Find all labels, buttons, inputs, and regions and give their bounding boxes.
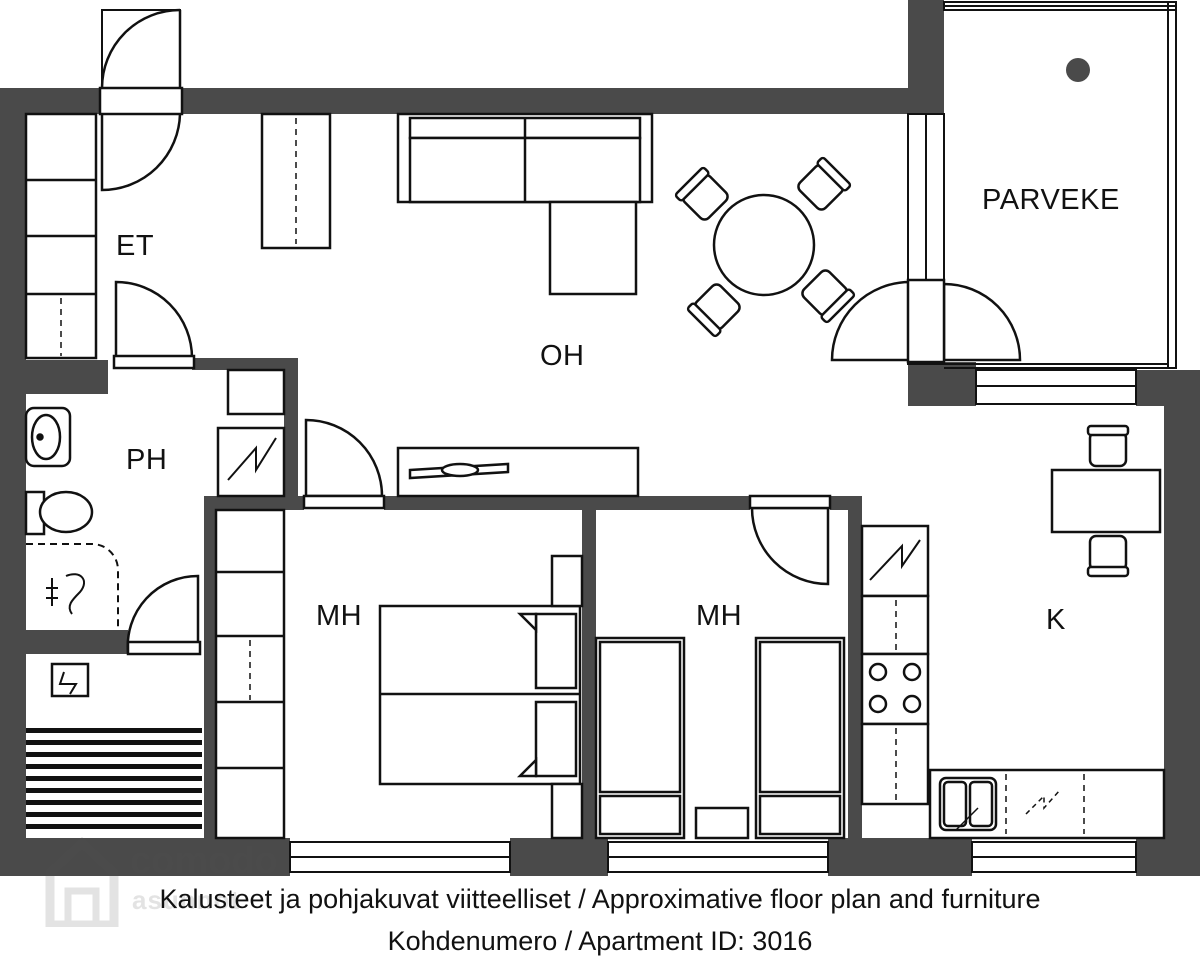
dining-table xyxy=(712,193,816,297)
mh1-door xyxy=(304,418,384,498)
house-icon xyxy=(45,836,119,930)
ph-cabinet xyxy=(216,426,286,498)
room-label-parveke: PARVEKE xyxy=(982,184,1120,216)
shower-area xyxy=(26,543,119,630)
kitchen-cabinet xyxy=(860,594,930,656)
room-label-k: K xyxy=(1046,604,1066,636)
wall-top-main xyxy=(182,88,922,114)
electrical-panel xyxy=(50,662,90,698)
caption-apartment-id: Kohdenumero / Apartment ID: 3016 xyxy=(387,926,813,956)
watermark-logo: comodo asunnot xyxy=(42,835,312,930)
tech-door xyxy=(126,574,200,654)
wall-balcony-corner xyxy=(908,362,976,406)
wall-mh-k xyxy=(848,496,862,846)
oh-cabinet xyxy=(260,112,332,250)
wall-et-ph-2 xyxy=(192,358,298,370)
mh1-nightstand-2 xyxy=(550,782,584,840)
wall-et-ph xyxy=(26,360,108,394)
ph-door xyxy=(114,280,194,360)
watermark-brand: comodo xyxy=(130,840,278,882)
furniture xyxy=(24,112,1166,840)
watermark-sub: asunnot xyxy=(132,885,241,915)
balcony-drain xyxy=(1066,58,1090,82)
balcony-glazing-right xyxy=(1167,1,1177,369)
chair-nw xyxy=(674,166,729,221)
wall-bottom-1 xyxy=(0,838,290,876)
wall-balcony-column xyxy=(908,0,944,114)
room-label-mh2: MH xyxy=(696,600,743,632)
radiator-rack xyxy=(26,728,202,829)
walls xyxy=(0,0,1200,876)
mh2-nightstand xyxy=(694,806,750,840)
wall-mh-left xyxy=(204,496,216,846)
balcony-door-left xyxy=(830,280,912,362)
chairs xyxy=(674,156,1130,578)
chair-k-bottom xyxy=(1086,534,1130,578)
wall-mh-top-1 xyxy=(204,496,304,510)
wall-right xyxy=(1164,370,1200,876)
stove xyxy=(860,652,930,726)
wall-ph-right xyxy=(284,358,298,504)
wall-mh-top-2 xyxy=(384,496,750,510)
wall-right-top xyxy=(1136,370,1200,406)
kitchen-fridge xyxy=(860,524,930,598)
chair-k-top xyxy=(1086,424,1130,468)
room-label-mh1: MH xyxy=(316,600,363,632)
wall-mh-divider xyxy=(582,496,596,846)
room-label-oh: OH xyxy=(540,340,585,372)
mh2-door xyxy=(750,506,830,586)
doors xyxy=(98,8,1022,656)
sofa-chaise xyxy=(548,200,638,296)
shower-head xyxy=(46,578,58,606)
windows xyxy=(289,1,1177,873)
wall-left xyxy=(0,88,26,848)
balcony-door-right xyxy=(942,282,1022,362)
ph-shelf xyxy=(226,368,286,416)
chair-se xyxy=(801,269,856,324)
room-label-et: ET xyxy=(116,230,155,262)
toilet-bowl xyxy=(38,490,94,534)
caption-disclaimer: Kalusteet ja pohjakuvat viitteelliset / … xyxy=(159,884,1041,914)
wall-ph-tech xyxy=(26,630,128,654)
entrance-door xyxy=(98,86,184,116)
kitchen-table xyxy=(1050,468,1162,534)
chair-ne xyxy=(797,156,852,211)
mh1-nightstand-1 xyxy=(550,554,584,608)
room-label-ph: PH xyxy=(126,444,168,476)
chair-sw xyxy=(686,283,741,338)
kitchen-lower-cabinet xyxy=(860,722,930,806)
